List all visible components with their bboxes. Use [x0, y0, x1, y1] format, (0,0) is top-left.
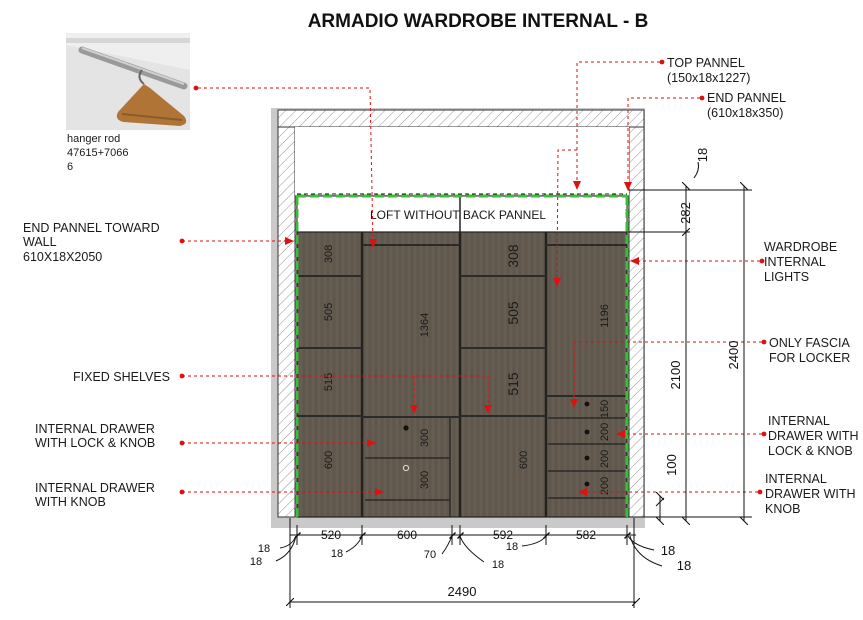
label-top-pannel: TOP PANNEL	[667, 56, 745, 70]
bay2-dimensions: 1364 300 300	[419, 313, 431, 489]
bay3-dim-308: 308	[505, 244, 521, 268]
bay2-dim-1364: 1364	[419, 313, 431, 337]
bay4-drawers	[548, 417, 627, 499]
dim-2100: 2100	[668, 361, 683, 390]
label-drawer-lock-left-2: WITH LOCK & KNOB	[35, 436, 155, 450]
bay4-dim-150: 150	[599, 400, 611, 418]
label-end-pannel-wall-2: WALL	[23, 235, 57, 249]
leader-arrows	[285, 181, 639, 496]
drawing-title: ARMADIO WARDROBE INTERNAL - B	[308, 11, 649, 32]
label-end-pannel: END PANNEL	[707, 91, 786, 105]
vertical-partitions	[360, 232, 548, 517]
width-600: 600	[397, 528, 417, 542]
label-drawer-knob-right-3: KNOB	[765, 502, 800, 516]
gap-18-g: 18	[677, 558, 691, 573]
total-width-2490: 2490	[448, 584, 477, 599]
label-lights-1: WARDROBE	[764, 240, 837, 254]
bay4-dim-1196: 1196	[599, 304, 611, 328]
label-end-pannel-wall-1: END PANNEL TOWARD	[23, 221, 160, 235]
fixed-shelves	[297, 244, 627, 418]
label-drawer-knob-right-1: INTERNAL	[765, 472, 827, 486]
gap-18-a: 18	[258, 543, 270, 555]
bay2-drawers	[365, 417, 451, 517]
dim-282: 282	[678, 202, 693, 224]
bay1-dim-515: 515	[323, 373, 335, 391]
hanger-code: 47615+7066	[67, 147, 128, 159]
label-fascia-1: ONLY FASCIA	[769, 336, 850, 350]
gap-leaders	[275, 535, 663, 567]
label-fascia-2: FOR LOCKER	[769, 351, 850, 365]
width-582: 582	[576, 528, 596, 542]
ceiling-hatch	[277, 109, 645, 128]
label-drawer-lock-left-1: INTERNAL DRAWER	[35, 422, 155, 436]
knob-markers	[402, 401, 590, 487]
bay4-dimensions: 1196 150 200 200 200	[599, 304, 611, 495]
loft-area	[296, 195, 628, 233]
gap-18-b: 18	[250, 556, 262, 568]
bay2-dim-300-top: 300	[419, 429, 431, 447]
label-drawer-knob-right-2: DRAWER WITH	[765, 487, 856, 501]
label-end-pannel-wall-3: 610X18X2050	[23, 250, 102, 264]
label-lights-2: INTERNAL	[764, 255, 826, 269]
dim-100: 100	[664, 454, 679, 476]
bay4-dim-200-a: 200	[599, 423, 611, 441]
label-end-pannel-size: (610x18x350)	[707, 106, 783, 120]
loft-label: LOFT WITHOUT BACK PANNEL	[370, 208, 546, 222]
label-drawer-knob-left-2: WITH KNOB	[35, 495, 106, 509]
wardrobe-body	[296, 231, 628, 518]
bay2-dim-300-bottom: 300	[419, 471, 431, 489]
leader-dots	[179, 59, 767, 495]
label-drawer-lock-right-2: DRAWER WITH	[768, 429, 859, 443]
width-520: 520	[321, 528, 341, 542]
gap-18-e: 18	[506, 541, 518, 553]
left-wall-hatch	[277, 126, 296, 518]
right-wall-hatch	[628, 126, 645, 518]
hanger-qty: 6	[67, 161, 73, 173]
hanger-rod-photo	[66, 33, 190, 130]
bay1-dimensions: 308 505 515 600	[323, 245, 335, 469]
bay3-dimensions: 308 505 515 600	[505, 244, 530, 469]
gap-18-c: 18	[331, 548, 343, 560]
gap-18-d: 18	[492, 559, 504, 571]
ceiling-gap	[295, 127, 629, 195]
label-lights-3: LIGHTS	[764, 270, 809, 284]
vertical-dimension-lines	[628, 161, 752, 521]
bay1-dim-600: 600	[323, 451, 335, 469]
hanger-caption: hanger rod	[67, 133, 120, 145]
width-592: 592	[493, 528, 513, 542]
label-drawer-knob-left-1: INTERNAL DRAWER	[35, 481, 155, 495]
bay1-dim-505: 505	[323, 303, 335, 321]
bay4-dim-200-c: 200	[599, 477, 611, 495]
internal-light-strip	[295, 194, 629, 517]
bay3-dim-515: 515	[505, 372, 521, 396]
label-drawer-lock-right-3: LOCK & KNOB	[768, 444, 853, 458]
gap-70: 70	[424, 549, 436, 561]
bay3-dim-600: 600	[518, 451, 530, 469]
dim-2400: 2400	[726, 341, 741, 370]
bay4-dim-200-b: 200	[599, 450, 611, 468]
label-drawer-lock-right-1: INTERNAL	[768, 414, 830, 428]
leader-lines	[182, 61, 762, 493]
label-fixed-shelves: FIXED SHELVES	[73, 370, 170, 384]
label-top-pannel-size: (150x18x1227)	[667, 71, 750, 85]
bay3-dim-505: 505	[505, 301, 521, 325]
bay1-dim-308: 308	[323, 245, 335, 263]
gap-18-f: 18	[661, 543, 675, 558]
dim-top-18: 18	[695, 148, 710, 162]
